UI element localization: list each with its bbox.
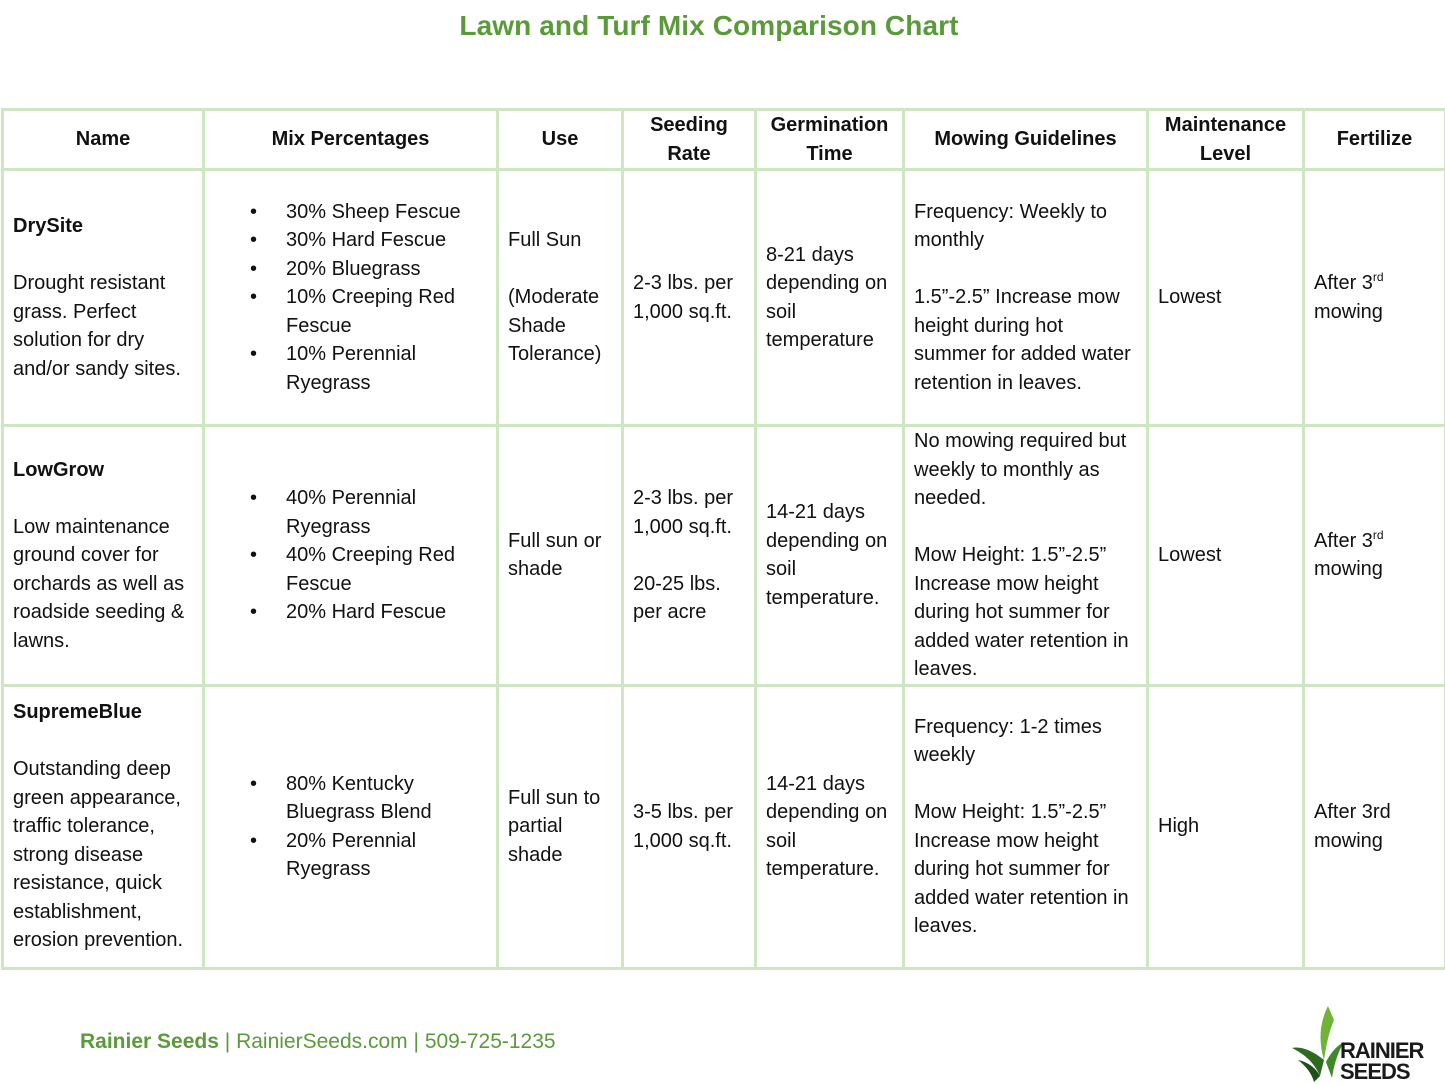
cell-maintenance: Lowest — [1146, 424, 1305, 687]
mix-list: 30% Sheep Fescue 30% Hard Fescue 20% Blu… — [214, 198, 487, 398]
cell-mowing: No mowing required but weekly to monthly… — [902, 424, 1149, 687]
cell-mowing: Frequency: Weekly to monthly 1.5”-2.5” I… — [902, 168, 1149, 427]
cell-mowing: Frequency: 1-2 times weekly Mow Height: … — [902, 683, 1149, 970]
header-seeding-l1: Seeding — [650, 114, 728, 136]
footer: Rainier Seeds | RainierSeeds.com | 509-7… — [80, 1030, 556, 1054]
footer-separator: | — [224, 1030, 231, 1053]
fertilize-suffix: rd — [1372, 527, 1384, 542]
list-item: 20% Hard Fescue — [250, 598, 487, 627]
fertilize-suffix: rd — [1372, 270, 1384, 284]
cell-seeding: 3-5 lbs. per 1,000 sq.ft. — [621, 683, 757, 970]
leaf-icon — [1292, 1006, 1344, 1082]
header-mix: Mix Percentages — [202, 108, 499, 171]
mowing-frequency: Frequency: Weekly to monthly — [914, 200, 1108, 252]
mix-name: DrySite — [13, 215, 84, 237]
logo-line1: RAINIER — [1340, 1038, 1424, 1063]
cell-mix: 30% Sheep Fescue 30% Hard Fescue 20% Blu… — [202, 168, 499, 427]
list-item: 80% Kentucky Bluegrass Blend — [250, 770, 487, 827]
list-item: 20% Perennial Ryegrass — [250, 827, 487, 884]
cell-mix: 80% Kentucky Bluegrass Blend 20% Perenni… — [202, 683, 499, 970]
mix-name: SupremeBlue — [13, 701, 142, 724]
fertilize-text-2: mowing — [1314, 558, 1383, 581]
table-row: SupremeBlue Outstanding deep green appea… — [1, 683, 1445, 970]
list-item: 40% Creeping Red Fescue — [250, 541, 487, 598]
footer-phone: 509-725-1235 — [424, 1030, 556, 1053]
header-mowing: Mowing Guidelines — [902, 108, 1149, 171]
list-item: 10% Perennial Ryegrass — [250, 340, 487, 397]
mix-list: 40% Perennial Ryegrass 40% Creeping Red … — [214, 484, 487, 627]
mix-description: Drought resistant grass. Perfect solutio… — [13, 272, 181, 380]
mix-description: Low maintenance ground cover for orchard… — [13, 515, 185, 652]
footer-separator: | — [413, 1030, 419, 1053]
cell-maintenance: High — [1146, 683, 1305, 970]
list-item: 10% Creeping Red Fescue — [250, 283, 487, 340]
seeding-rate-acre: 20-25 lbs. per acre — [633, 572, 721, 624]
mowing-height: Mow Height: 1.5”-2.5” Increase mow heigh… — [914, 801, 1129, 937]
table-row: LowGrow Low maintenance ground cover for… — [1, 424, 1445, 687]
logo-text: RAINIER SEEDS — [1340, 1038, 1424, 1084]
header-germ-l1: Germination — [770, 114, 889, 136]
header-use: Use — [496, 108, 624, 171]
table-row: DrySite Drought resistant grass. Perfect… — [1, 168, 1445, 427]
fertilize-text-2: mowing — [1314, 300, 1383, 323]
logo-line2: SEEDS — [1340, 1059, 1411, 1084]
mix-description: Outstanding deep green appearance, traff… — [13, 758, 184, 952]
cell-fertilize: After 3rd mowing — [1302, 168, 1445, 427]
cell-name: SupremeBlue Outstanding deep green appea… — [1, 683, 205, 970]
seeding-rate-area: 2-3 lbs. per 1,000 sq.ft. — [633, 487, 734, 538]
cell-fertilize: After 3rd mowing — [1302, 683, 1445, 970]
rainier-seeds-logo: RAINIER SEEDS — [1290, 1004, 1440, 1084]
header-maint-l2: Level — [1199, 142, 1252, 165]
page-title: Lawn and Turf Mix Comparison Chart — [459, 10, 959, 41]
cell-name: DrySite Drought resistant grass. Perfect… — [1, 168, 205, 427]
cell-seeding: 2-3 lbs. per 1,000 sq.ft. — [621, 168, 757, 427]
footer-website-link[interactable]: RainierSeeds.com — [236, 1030, 408, 1053]
cell-germination: 14-21 days depending on soil temperature… — [754, 424, 905, 687]
cell-name: LowGrow Low maintenance ground cover for… — [1, 424, 205, 687]
header-germ-l2: Time — [806, 142, 853, 165]
cell-germination: 14-21 days depending on soil temperature… — [754, 683, 905, 970]
cell-use: Full sun or shade — [496, 424, 624, 687]
header-name: Name — [1, 108, 205, 171]
cell-germination: 8-21 days depending on soil temperature — [754, 168, 905, 427]
header-fertilize: Fertilize — [1302, 108, 1445, 171]
cell-use: Full sun to partial shade — [496, 683, 624, 970]
fertilize-text: After 3 — [1314, 529, 1373, 552]
list-item: 30% Sheep Fescue — [250, 198, 487, 227]
mowing-frequency: Frequency: 1-2 times weekly — [914, 715, 1102, 767]
use-note: (Moderate Shade Tolerance) — [508, 286, 602, 366]
footer-brand: Rainier Seeds — [80, 1030, 219, 1053]
fertilize-text: After 3 — [1314, 272, 1373, 294]
list-item: 20% Bluegrass — [250, 255, 487, 284]
cell-fertilize: After 3rd mowing — [1302, 424, 1445, 687]
use-text: Full Sun — [508, 229, 582, 252]
header-maint-l1: Maintenance — [1164, 114, 1287, 136]
list-item: 40% Perennial Ryegrass — [250, 484, 487, 541]
mix-list: 80% Kentucky Bluegrass Blend 20% Perenni… — [214, 770, 487, 884]
cell-mix: 40% Perennial Ryegrass 40% Creeping Red … — [202, 424, 499, 687]
mowing-height: Mow Height: 1.5”-2.5” Increase mow heigh… — [914, 544, 1129, 680]
cell-use: Full Sun (Moderate Shade Tolerance) — [496, 168, 624, 427]
mowing-frequency: No mowing required but weekly to monthly… — [914, 430, 1127, 509]
header-seeding-l2: Rate — [667, 142, 711, 165]
cell-seeding: 2-3 lbs. per 1,000 sq.ft. 20-25 lbs. per… — [621, 424, 757, 687]
mowing-height: 1.5”-2.5” Increase mow height during hot… — [914, 286, 1131, 394]
cell-maintenance: Lowest — [1146, 168, 1305, 427]
list-item: 30% Hard Fescue — [250, 226, 487, 255]
mix-name: LowGrow — [13, 458, 105, 481]
